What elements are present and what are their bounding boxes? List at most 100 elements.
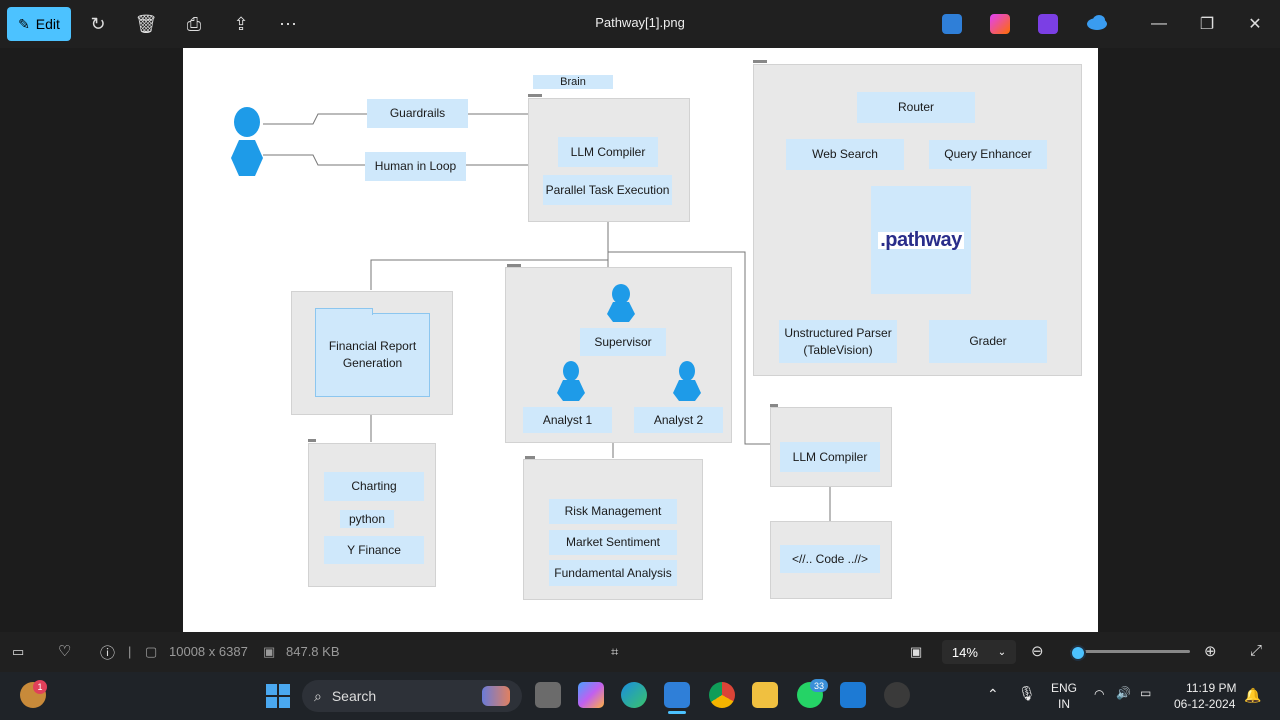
- llm-compiler-top-node: LLM Compiler: [558, 137, 658, 167]
- llm-compiler-right-node: LLM Compiler: [780, 442, 880, 472]
- tray-overflow-icon[interactable]: ⌃: [987, 686, 999, 702]
- analyst2-person-icon: [673, 361, 701, 401]
- onedrive-icon[interactable]: [1086, 14, 1107, 34]
- guardrails-node: Guardrails: [367, 99, 468, 128]
- wifi-icon[interactable]: ◠: [1094, 687, 1105, 701]
- share-icon[interactable]: ⇪: [233, 13, 249, 34]
- filmstrip-icon[interactable]: ▭: [12, 644, 25, 659]
- filesize-icon: ▣: [263, 644, 276, 659]
- language-bottom[interactable]: IN: [1058, 697, 1070, 711]
- edit-button[interactable]: ✎ Edit: [7, 7, 71, 41]
- financial-report-node: Financial Report Generation: [315, 313, 430, 397]
- start-icon[interactable]: [266, 684, 290, 708]
- grader-node: Grader: [929, 320, 1047, 363]
- connector-user-guardrails: [263, 113, 367, 125]
- chrome-icon[interactable]: [709, 682, 735, 708]
- panel-tab: [507, 264, 521, 267]
- active-app-indicator: [668, 711, 686, 714]
- widgets-badge: 1: [33, 680, 47, 694]
- unstructured-parser-node: Unstructured Parser (TableVision): [779, 320, 897, 363]
- app-icon[interactable]: [884, 682, 910, 708]
- clock-date[interactable]: 06-12-2024: [1174, 697, 1236, 711]
- vscode-icon[interactable]: [840, 682, 866, 708]
- web-search-node: Web Search: [786, 139, 904, 170]
- y-finance-node: Y Finance: [324, 536, 424, 564]
- language-top[interactable]: ENG: [1051, 681, 1078, 695]
- panel-tab: [770, 404, 778, 407]
- search-icon: ⌕: [314, 687, 322, 704]
- restore-button[interactable]: ❐: [1199, 16, 1215, 33]
- zoom-in-icon[interactable]: ⊕: [1204, 643, 1217, 660]
- volume-icon[interactable]: 🔊: [1116, 686, 1131, 700]
- image-dimensions: 10008 x 6387: [169, 644, 248, 659]
- task-view-icon[interactable]: [535, 682, 561, 708]
- brain-label: Brain: [533, 75, 613, 89]
- user-person-icon: [231, 107, 263, 176]
- supervisor-node: Supervisor: [580, 328, 666, 356]
- fullscreen-icon[interactable]: ⤢: [1250, 642, 1263, 659]
- risk-management-node: Risk Management: [549, 499, 677, 524]
- panel-tab: [525, 456, 535, 459]
- fundamental-analysis-node: Fundamental Analysis: [549, 560, 677, 586]
- zoom-select[interactable]: 14% ⌄: [942, 640, 1016, 664]
- search-label: Search: [331, 688, 377, 704]
- close-button[interactable]: ✕: [1248, 16, 1262, 33]
- copilot-icon[interactable]: [578, 682, 604, 708]
- charting-node: Charting: [324, 472, 424, 501]
- crop-scan-icon[interactable]: ⌗: [611, 644, 619, 659]
- title-bar: ✎ Edit ↻ 🗑 ⎙ ⇪ ⋯ Pathway[1].png — ❐ ✕: [0, 0, 1280, 48]
- panel-tab: [753, 60, 767, 63]
- whatsapp-badge: 33: [810, 679, 828, 692]
- connector-brain-financial: [370, 220, 609, 290]
- notifications-icon[interactable]: 🔔: [1244, 687, 1262, 703]
- search-highlight-icon: [482, 686, 510, 706]
- pathway-node: .pathway: [871, 186, 971, 294]
- delete-icon[interactable]: 🗑: [134, 13, 158, 34]
- file-size: 847.8 KB: [286, 644, 340, 659]
- panel-tab: [528, 94, 542, 97]
- edit-label: Edit: [35, 16, 60, 32]
- parallel-task-node: Parallel Task Execution: [543, 175, 672, 205]
- human-in-loop-node: Human in Loop: [365, 152, 466, 181]
- python-node: python: [340, 510, 394, 528]
- minimize-button[interactable]: —: [1151, 15, 1167, 32]
- more-icon[interactable]: ⋯: [279, 13, 297, 34]
- pathway-logo: .pathway: [878, 228, 964, 251]
- analyst1-node: Analyst 1: [523, 407, 612, 433]
- analyst1-person-icon: [557, 361, 585, 401]
- query-enhancer-node: Query Enhancer: [929, 140, 1047, 169]
- microphone-icon[interactable]: 🎙: [1018, 685, 1036, 701]
- photos-app-icon[interactable]: [942, 14, 962, 34]
- supervisor-person-icon: [607, 284, 635, 322]
- edit-icon: ✎: [18, 15, 30, 32]
- rotate-icon[interactable]: ↻: [90, 13, 106, 34]
- panel-tab: [308, 439, 316, 442]
- connector-brain-llmcompiler: [608, 251, 770, 445]
- divider: |: [128, 644, 132, 659]
- zoom-out-icon[interactable]: ⊖: [1031, 643, 1044, 660]
- dimensions-icon: ▢: [145, 644, 158, 659]
- clipchamp-icon[interactable]: [1038, 14, 1058, 34]
- favorite-icon[interactable]: ♡: [58, 643, 72, 660]
- router-node: Router: [857, 92, 975, 123]
- photos-taskbar-icon[interactable]: [664, 682, 690, 708]
- print-icon[interactable]: ⎙: [186, 13, 202, 34]
- fit-screen-icon[interactable]: ▣: [910, 644, 923, 659]
- zoom-slider-thumb[interactable]: [1070, 645, 1086, 661]
- file-explorer-icon[interactable]: [752, 682, 778, 708]
- edge-icon[interactable]: [621, 682, 647, 708]
- image-canvas: Brain Guardrails Human in Loop LLM Compi…: [183, 48, 1098, 632]
- folder-tab: [315, 308, 373, 315]
- battery-icon[interactable]: ▭: [1140, 686, 1152, 700]
- taskbar-search[interactable]: ⌕ Search: [302, 680, 522, 712]
- status-bar: ▭ ♡ ⓘ | ▢ 10008 x 6387 ▣ 847.8 KB ⌗ ▣ 14…: [0, 632, 1280, 672]
- zoom-slider-track[interactable]: [1070, 650, 1190, 653]
- chevron-down-icon: ⌄: [997, 646, 1007, 658]
- clock-time[interactable]: 11:19 PM: [1186, 681, 1237, 695]
- zoom-value: 14%: [951, 644, 978, 660]
- info-icon[interactable]: ⓘ: [100, 645, 116, 662]
- analyst2-node: Analyst 2: [634, 407, 723, 433]
- connector-user-hil: [263, 154, 367, 166]
- designer-icon[interactable]: [990, 14, 1010, 34]
- window-title: Pathway[1].png: [595, 15, 685, 30]
